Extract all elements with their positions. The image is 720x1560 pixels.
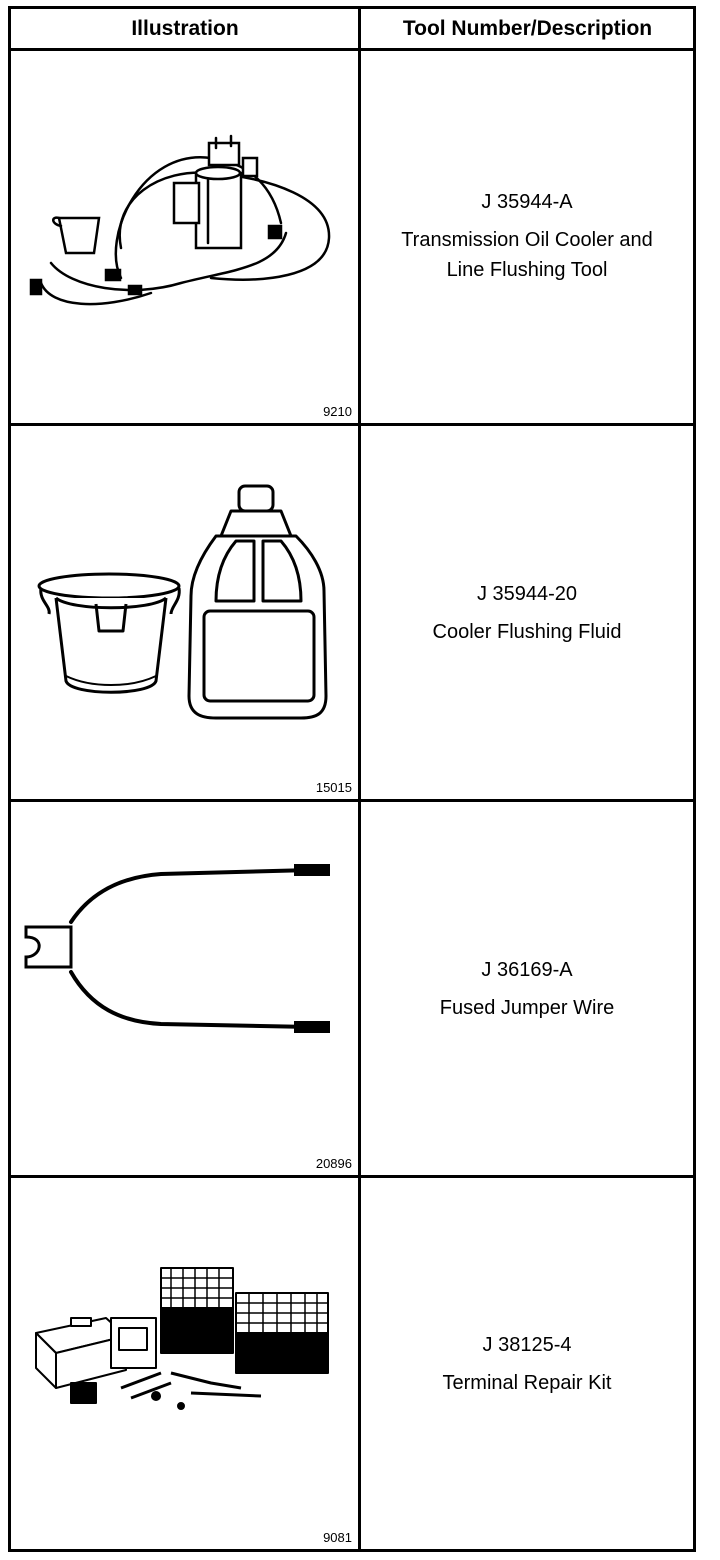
column-divider bbox=[358, 9, 361, 1549]
tool-number: J 36169-A bbox=[481, 958, 573, 981]
tool-number: J 38125-4 bbox=[482, 1333, 572, 1356]
table-row: 20896 J 36169-A Fused Jumper Wire bbox=[11, 802, 693, 1178]
description-line: Transmission Oil Cooler and bbox=[401, 228, 653, 251]
tool-description: J 35944-A Transmission Oil Cooler and Li… bbox=[361, 48, 693, 423]
table-row: 9081 J 38125-4 Terminal Repair Kit bbox=[11, 1178, 693, 1549]
description-line: Line Flushing Tool bbox=[446, 258, 608, 281]
figure-number: 20896 bbox=[315, 1156, 352, 1171]
description-line: Terminal Repair Kit bbox=[442, 1371, 612, 1394]
tool-number: J 35944-20 bbox=[476, 582, 578, 605]
tool-description: J 36169-A Fused Jumper Wire bbox=[361, 802, 693, 1175]
table-row: 15015 J 35944-20 Cooler Flushing Fluid bbox=[11, 426, 693, 802]
repair-kit-illustration: 9081 bbox=[11, 1178, 358, 1549]
flushing-tool-illustration: 9210 bbox=[11, 48, 358, 423]
figure-number: 15015 bbox=[315, 780, 352, 795]
description-line: Cooler Flushing Fluid bbox=[432, 620, 622, 643]
figure-number: 9210 bbox=[323, 404, 352, 419]
header-tool-description: Tool Number/Description bbox=[402, 16, 653, 40]
tool-number: J 35944-A bbox=[481, 190, 573, 213]
figure-number: 9081 bbox=[323, 1530, 352, 1545]
tool-description: J 35944-20 Cooler Flushing Fluid bbox=[361, 426, 693, 799]
jumper-wire-illustration: 20896 bbox=[11, 802, 358, 1175]
table-header: Illustration Tool Number/Description bbox=[11, 9, 693, 51]
bucket-and-jug-illustration: 15015 bbox=[11, 426, 358, 799]
header-illustration: Illustration bbox=[131, 16, 239, 40]
tool-description: J 38125-4 Terminal Repair Kit bbox=[361, 1178, 693, 1549]
description-line: Fused Jumper Wire bbox=[439, 996, 615, 1019]
tool-table: Illustration Tool Number/Description bbox=[8, 6, 696, 1552]
table-row: 9210 J 35944-A Transmission Oil Cooler a… bbox=[11, 48, 693, 426]
